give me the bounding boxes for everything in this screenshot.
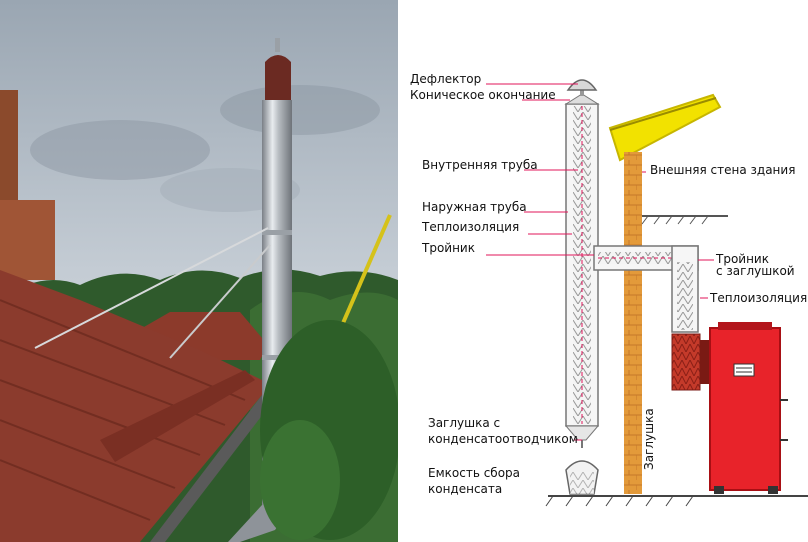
chimney-photo-drawing (0, 0, 398, 542)
label-plug-vertical: Заглушка (642, 408, 656, 470)
label-outer-wall: Внешняя стена здания (650, 163, 796, 177)
chimney-diagram: Дефлектор Коническое окончание Внутрення… (398, 0, 808, 542)
label-deflector: Дефлектор (410, 72, 482, 86)
label-outer-pipe: Наружная труба (422, 200, 527, 214)
label-condensate-tank-2: конденсата (428, 482, 503, 496)
label-conical-end: Коническое окончание (410, 88, 556, 102)
inner-pipe (573, 106, 591, 424)
label-plug-with-drain-2: конденсатоотводчиком (428, 432, 578, 446)
chimney-photo (0, 0, 398, 542)
outer-wall-bricks (624, 152, 642, 494)
label-tee-with-plug-1: Тройник (716, 252, 769, 266)
label-tee-with-plug-2: с заглушкой (716, 264, 795, 278)
label-insulation-right: Теплоизоляция (710, 291, 808, 305)
label-plug-with-drain-1: Заглушка с (428, 416, 501, 430)
label-insulation-left: Теплоизоляция (422, 220, 520, 234)
chimney-diagram-drawing (486, 79, 808, 507)
label-inner-pipe: Внутренняя труба (422, 158, 538, 172)
label-tee: Тройник (422, 241, 475, 255)
boiler (709, 327, 781, 491)
label-condensate-tank-1: Емкость сбора (428, 466, 521, 480)
